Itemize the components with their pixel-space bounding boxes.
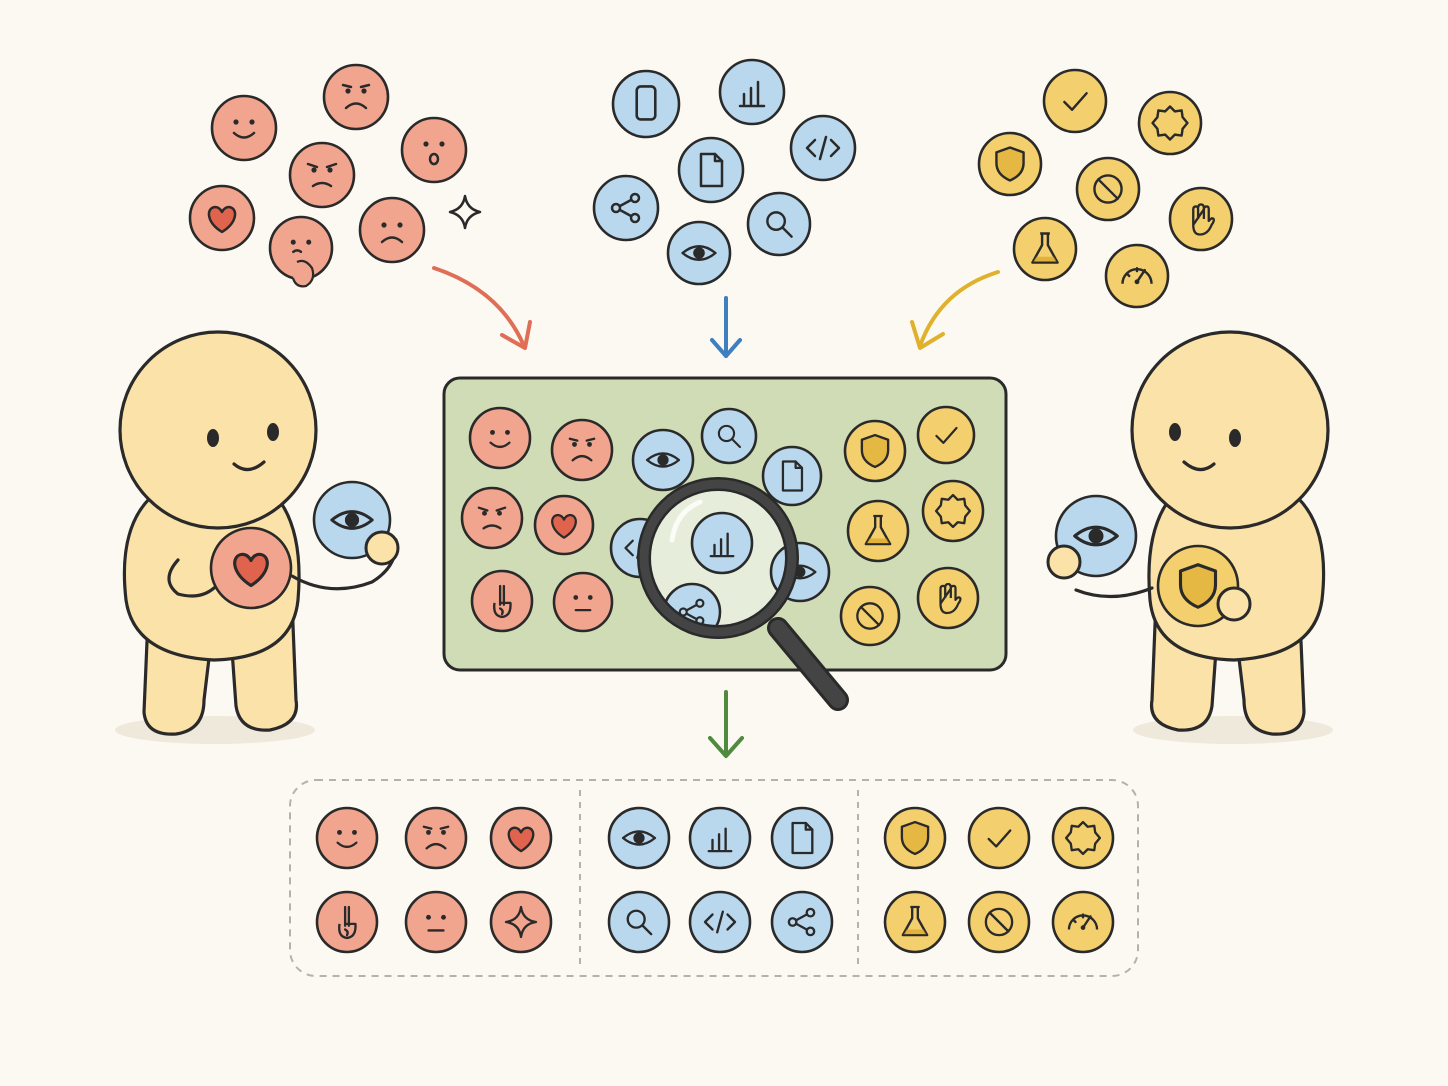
no-entry-icon	[1075, 156, 1141, 222]
document-icon	[770, 806, 834, 870]
hand-gesture-icon	[470, 569, 534, 633]
magnifier-icon	[637, 477, 849, 711]
arrow-result	[708, 690, 744, 758]
flask-icon	[1012, 216, 1078, 282]
phone-icon	[611, 69, 681, 139]
smile-face-icon	[468, 406, 532, 470]
sad-face-icon	[404, 806, 468, 870]
bar-chart-icon	[718, 58, 786, 126]
shield-icon	[843, 419, 907, 483]
flask-icon	[883, 890, 947, 954]
smile-face-icon	[315, 806, 379, 870]
cluster-tech	[592, 58, 857, 286]
sparkle-icon	[291, 194, 482, 288]
right-figure	[1046, 330, 1333, 744]
stop-hand-icon	[1168, 186, 1234, 252]
sparkle-icon	[489, 890, 553, 954]
document-icon	[761, 445, 823, 507]
neutral-face-icon	[404, 890, 468, 954]
smile-face-icon	[210, 94, 278, 162]
result-group-safety	[883, 806, 1115, 954]
hand-gesture-icon	[315, 890, 379, 954]
heart-icon	[209, 526, 293, 610]
arrow-tech	[710, 296, 742, 358]
stop-hand-icon	[916, 566, 980, 630]
worried-face-icon	[288, 141, 356, 209]
surprised-face-icon	[400, 116, 468, 184]
heart-icon	[489, 806, 553, 870]
search-icon	[607, 890, 671, 954]
heart-icon	[188, 184, 256, 252]
check-icon	[916, 405, 976, 465]
shield-icon	[977, 131, 1043, 197]
share-icon	[592, 174, 660, 242]
no-entry-icon	[839, 585, 901, 647]
heart-icon	[533, 494, 595, 556]
code-icon	[688, 890, 752, 954]
search-icon	[700, 407, 758, 465]
bar-chart-icon	[688, 806, 752, 870]
eye-icon	[631, 428, 695, 492]
neutral-face-icon	[552, 571, 614, 633]
sad-face-icon	[550, 418, 614, 482]
worried-face-icon	[460, 486, 524, 550]
cluster-emotion	[188, 63, 468, 281]
result-box	[289, 779, 1139, 977]
eye-icon	[607, 806, 671, 870]
left-figure	[115, 330, 400, 744]
arrow-safety	[910, 270, 1000, 350]
badge-icon	[1137, 90, 1203, 156]
result-group-emotion	[315, 806, 553, 954]
document-icon	[677, 136, 745, 204]
code-icon	[789, 114, 857, 182]
badge-icon	[921, 479, 985, 543]
arrow-emotion	[432, 266, 532, 350]
gauge-icon	[1104, 243, 1170, 309]
search-icon	[746, 191, 812, 257]
sad-face-2-icon	[358, 196, 426, 264]
no-entry-icon	[967, 890, 1031, 954]
bar-chart-icon	[690, 511, 754, 575]
shield-icon	[883, 806, 947, 870]
cluster-safety	[977, 68, 1234, 309]
check-icon	[967, 806, 1031, 870]
eye-icon	[666, 220, 732, 286]
sad-face-icon	[322, 63, 390, 131]
gauge-icon	[1051, 890, 1115, 954]
badge-icon	[1051, 806, 1115, 870]
share-icon	[770, 890, 834, 954]
check-icon	[1042, 68, 1108, 134]
flask-icon	[846, 499, 910, 563]
result-group-tech	[607, 806, 834, 954]
